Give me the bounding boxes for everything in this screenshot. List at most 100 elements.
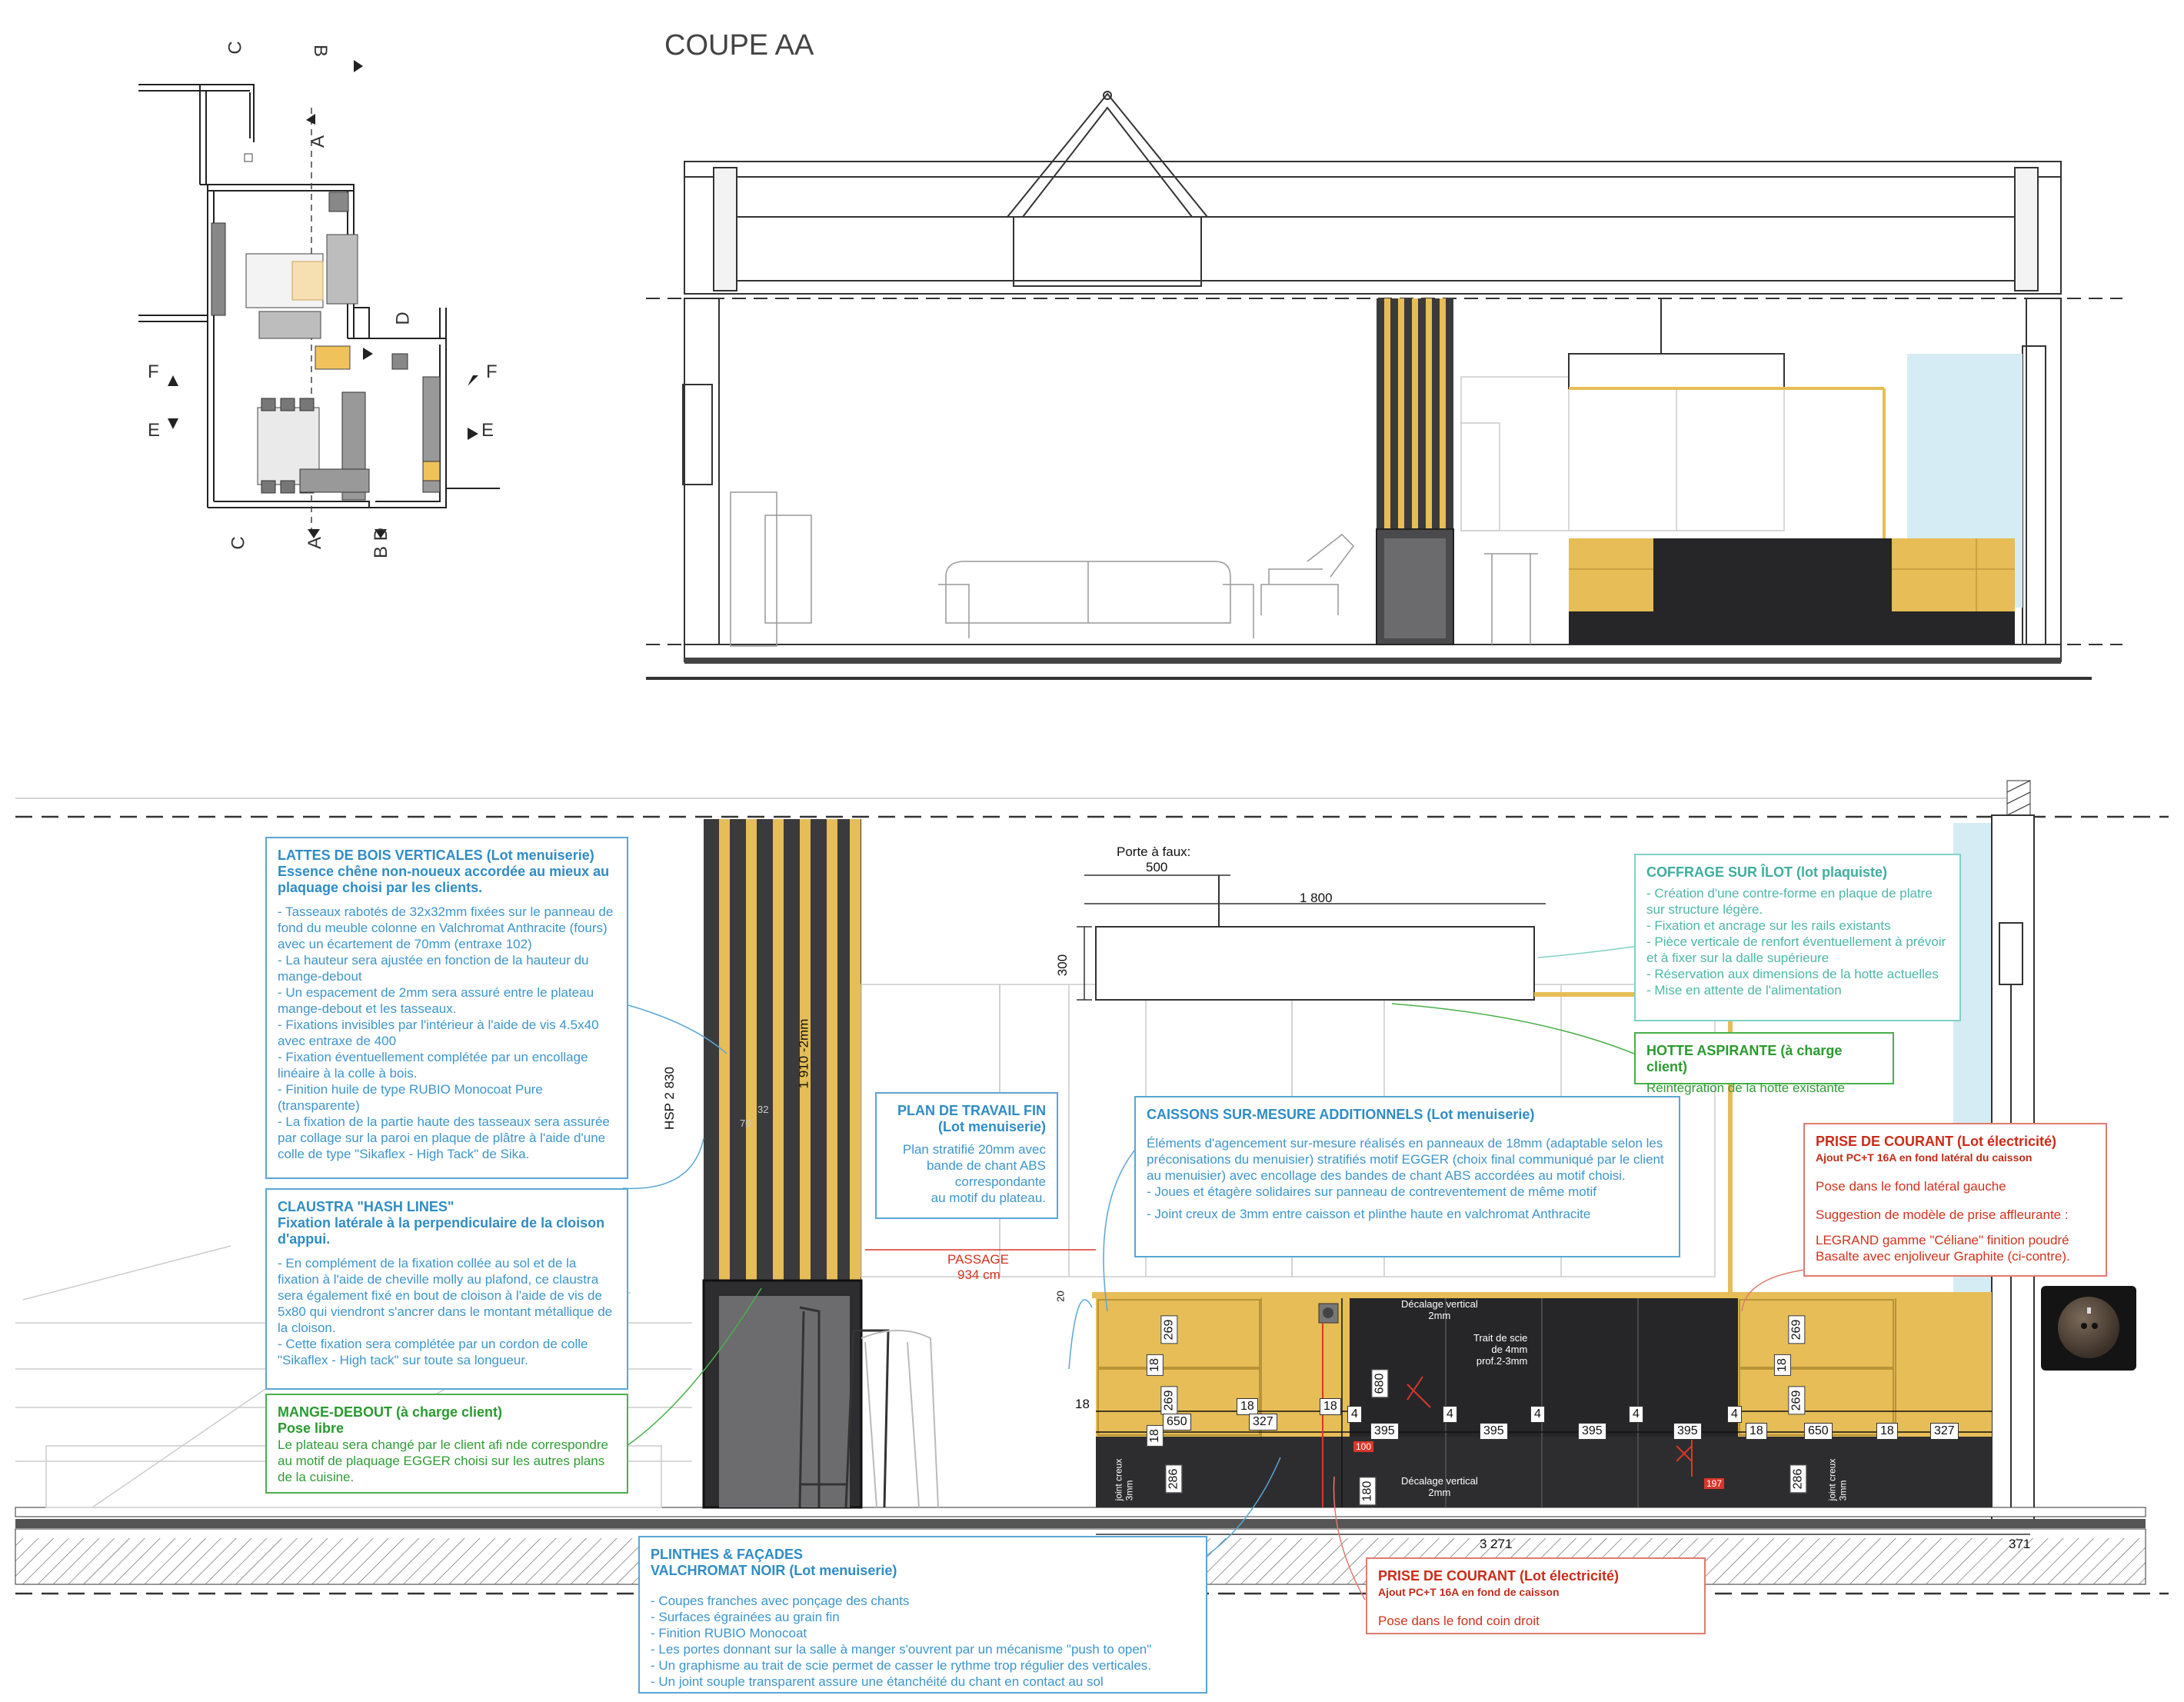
note-prise-right-subtitle: Ajout PC+T 16A en fond latéral du caisso… — [1816, 1151, 2033, 1164]
dim-395d: 395 — [1673, 1423, 1702, 1440]
dim-18g: 18 — [1876, 1423, 1898, 1440]
section-mark-b-top: B — [310, 44, 331, 58]
note-mange-debout-subtitle: Pose libre — [278, 1421, 345, 1436]
section-mark-f-left: F — [148, 361, 159, 382]
dim-286b: 286 — [1789, 1464, 1807, 1494]
dim-269b: 269 — [1160, 1386, 1178, 1415]
note-coffrage: COFFRAGE SUR ÎLOT (lot plaquiste) - Créa… — [1634, 854, 1961, 1021]
note-plinthes-title: PLINTHES & FAÇADES — [651, 1547, 804, 1562]
section-mark-a-bottom: A — [305, 536, 326, 550]
note-coffrage-title: COFFRAGE SUR ÎLOT (lot plaquiste) — [1646, 864, 1887, 880]
note-plinthes-item: - Surfaces égrainées au grain fin — [651, 1610, 840, 1624]
note-coffrage-item: - Fixation et ancrage sur les rails exis… — [1646, 918, 1891, 933]
note-coffrage-item: - Création d'une contre-forme en plaque … — [1646, 886, 1933, 917]
dim-decalage-top: Décalage vertical 2mm — [1401, 1298, 1478, 1321]
note-coffrage-item: - Mise en attente de l'alimentation — [1646, 983, 1842, 998]
dim-18b: 18 — [1146, 1425, 1164, 1447]
dim-trait-scie: Trait de scie de 4mm prof.2-3mm — [1473, 1332, 1528, 1367]
note-plinthes-item: - Un joint souple transparent assure une… — [651, 1674, 1104, 1689]
note-caissons-item: - Joues et étagère solidaires sur pannea… — [1147, 1184, 1596, 1199]
note-prise-right-p1: Pose dans le fond latéral gauche — [1816, 1179, 2006, 1194]
dim-269a: 269 — [1160, 1315, 1178, 1344]
section-mark-f-right: F — [486, 361, 498, 382]
dim-4a: 4 — [1347, 1406, 1362, 1423]
section-mark-d-mid: D — [392, 311, 414, 325]
dim-18d: 18 — [1237, 1398, 1258, 1415]
note-prise-right-title: PRISE DE COURANT (Lot électricité) — [1816, 1134, 2057, 1149]
note-caissons-body: Éléments d'agencement sur-mesure réalisé… — [1147, 1136, 1664, 1183]
note-lattes-item: - Fixations invisibles par l'intérieur à… — [278, 1018, 599, 1048]
dim-395c: 395 — [1578, 1423, 1606, 1440]
dim-680: 680 — [1371, 1369, 1389, 1398]
dim-slat-32: 32 — [757, 1104, 769, 1115]
note-claustra-item: - Cette fixation sera complétée par un c… — [278, 1337, 588, 1367]
dim-269c: 269 — [1788, 1315, 1806, 1344]
note-coffrage-item: - Pièce verticale de renfort éventuellem… — [1646, 934, 1946, 965]
note-lattes-item: - Tasseaux rabotés de 32x32mm fixées sur… — [278, 904, 614, 951]
section-mark-a-top: A — [308, 135, 329, 148]
dim-269d: 269 — [1788, 1386, 1806, 1415]
dim-18f: 18 — [1746, 1423, 1767, 1440]
section-mark-c-bottom: C — [228, 536, 249, 550]
note-prise-bottom: PRISE DE COURANT (Lot électricité) Ajout… — [1366, 1557, 1706, 1634]
note-mange-debout: MANGE-DEBOUT (à charge client) Pose libr… — [265, 1394, 628, 1494]
dim-hsp: HSP 2 830 — [661, 1067, 677, 1130]
dim-column-height: 1 910 -2mm — [796, 1018, 811, 1089]
note-plinthes-item: - Coupes franches avec ponçage des chant… — [651, 1594, 910, 1608]
dim-4e: 4 — [1727, 1406, 1742, 1423]
note-claustra-subtitle: Fixation latérale à la perpendiculaire d… — [278, 1215, 605, 1247]
dim-100: 100 — [1353, 1441, 1374, 1452]
dim-joint-creux-right: joint creux 3mm — [1826, 1458, 1849, 1501]
note-plinthes-item: - Un graphisme au trait de scie permet d… — [651, 1658, 1151, 1673]
note-prise-bottom-title: PRISE DE COURANT (Lot électricité) — [1378, 1568, 1620, 1584]
note-prise-bottom-subtitle: Ajout PC+T 16A en fond de caisson — [1378, 1586, 1560, 1598]
note-lattes-subtitle: Essence chêne non-noueux accordée au mie… — [278, 864, 610, 895]
dim-porte-a-faux-value: 500 — [1146, 860, 1168, 874]
note-prise-right-p3: LEGRAND gamme "Céliane" finition poudré … — [1816, 1233, 2070, 1264]
dim-197: 197 — [1704, 1478, 1725, 1489]
dim-18h: 18 — [1773, 1354, 1791, 1376]
socket-icon — [2041, 1286, 2136, 1371]
dim-4c: 4 — [1530, 1406, 1545, 1423]
note-hotte-body: Réintégration de la hotte existante — [1646, 1081, 1846, 1095]
dim-passage-label: PASSAGE — [947, 1252, 1009, 1267]
note-claustra-title: CLAUSTRA "HASH LINES" — [278, 1199, 454, 1214]
note-plinthes-subtitle: VALCHROMAT NOIR (Lot menuiserie) — [651, 1563, 897, 1578]
note-mange-debout-title: MANGE-DEBOUT (à charge client) — [278, 1404, 503, 1420]
note-lattes-item: - Finition huile de type RUBIO Monocoat … — [278, 1082, 543, 1113]
dim-180: 180 — [1359, 1477, 1377, 1506]
note-lattes-item: - La fixation de la partie haute des tas… — [278, 1114, 610, 1161]
note-lattes-item: - La hauteur sera ajustée en fonction de… — [278, 953, 589, 984]
dim-395b: 395 — [1480, 1423, 1508, 1440]
note-plinthes-item: - Les portes donnant sur la salle à mang… — [651, 1642, 1152, 1657]
dim-18e: 18 — [1320, 1398, 1341, 1415]
note-plinthes-item: - Finition RUBIO Monocoat — [651, 1626, 807, 1640]
dim-327b: 327 — [1930, 1423, 1959, 1440]
note-coffrage-item: - Réservation aux dimensions de la hotte… — [1646, 967, 1939, 981]
note-plan-travail: PLAN DE TRAVAIL FIN (Lot menuiserie) Pla… — [875, 1092, 1058, 1219]
note-lattes-item: - Fixation éventuellement complétée par … — [278, 1050, 588, 1081]
dim-hood-height: 300 — [1055, 954, 1070, 977]
note-claustra: CLAUSTRA "HASH LINES" Fixation latérale … — [265, 1188, 628, 1390]
section-aa-drawing — [646, 91, 2122, 680]
note-lattes-title: LATTES DE BOIS VERTICALES (Lot menuiseri… — [278, 848, 594, 863]
note-caissons-item: - Joint creux de 3mm entre caisson et pl… — [1147, 1207, 1591, 1221]
section-mark-c-top: C — [225, 41, 246, 55]
dim-total-371: 371 — [2009, 1537, 2031, 1551]
note-prise-right: PRISE DE COURANT (Lot électricité) Ajout… — [1803, 1123, 2107, 1277]
dim-decalage-bottom: Décalage vertical 2mm — [1401, 1475, 1478, 1498]
dim-passage-value: 934 cm — [957, 1267, 1000, 1282]
note-caissons: CAISSONS SUR-MESURE ADDITIONNELS (Lot me… — [1134, 1096, 1680, 1257]
dim-porte-a-faux-label: Porte à faux: — [1117, 844, 1191, 859]
note-plan-travail-body: Plan stratifié 20mm avec bande de chant … — [902, 1142, 1046, 1205]
section-mark-bd-bottom: B D — [371, 527, 392, 559]
note-lattes-item: - Un espacement de 2mm sera assuré entre… — [278, 985, 594, 1016]
dim-joint-creux-left: joint creux 3mm — [1113, 1458, 1135, 1501]
dim-4d: 4 — [1629, 1406, 1643, 1423]
dim-4b: 4 — [1443, 1406, 1457, 1423]
note-plan-travail-title: PLAN DE TRAVAIL FIN (Lot menuiserie) — [897, 1103, 1046, 1134]
dim-327a: 327 — [1249, 1414, 1277, 1431]
dim-286a: 286 — [1165, 1464, 1183, 1494]
kitchen-elevation — [15, 780, 2169, 1600]
dim-650b: 650 — [1804, 1423, 1833, 1440]
